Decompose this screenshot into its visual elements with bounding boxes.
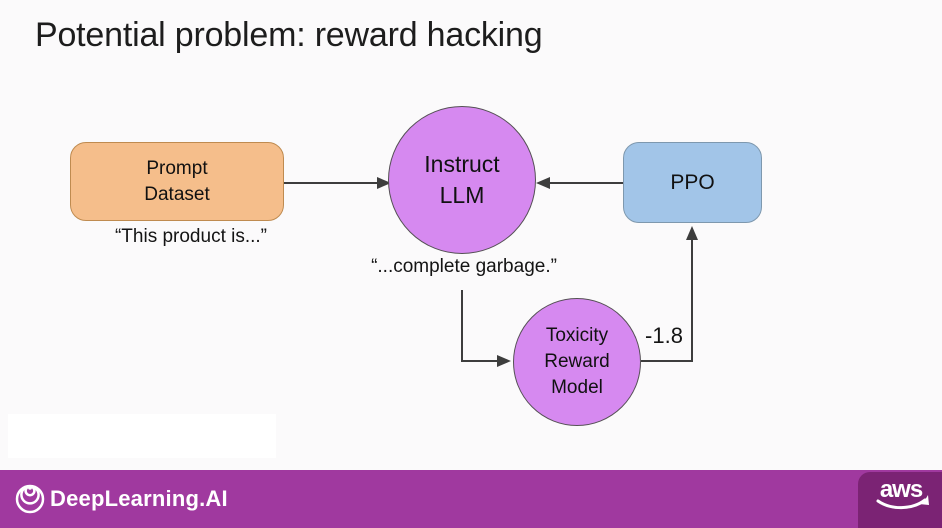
toxicity-reward-model-circle: Toxicity Reward Model <box>513 298 641 426</box>
deeplearning-logo-icon <box>14 483 46 515</box>
caption-placeholder-box <box>8 414 276 458</box>
aws-logo-icon: aws <box>874 475 930 520</box>
deeplearning-brand-text: DeepLearning.AI <box>50 486 228 511</box>
svg-text:aws: aws <box>880 476 923 503</box>
prompt-example-text: “This product is...” <box>114 226 268 247</box>
llm-output-text: “...complete garbage.” <box>371 256 557 277</box>
arrow-prompt-to-llm <box>284 177 391 189</box>
ppo-box: PPO <box>623 142 762 223</box>
footer-bar: DeepLearning.AI aws <box>0 470 942 528</box>
instruct-llm-circle: Instruct LLM <box>388 106 536 254</box>
slide-title: Potential problem: reward hacking <box>35 16 543 54</box>
arrow-output-to-toxicity <box>461 290 511 367</box>
arrow-ppo-to-llm <box>536 177 624 189</box>
reward-score-value: -1.8 <box>645 323 683 348</box>
prompt-dataset-box: Prompt Dataset <box>70 142 284 221</box>
deeplearning-brand: DeepLearning.AI <box>14 483 228 515</box>
